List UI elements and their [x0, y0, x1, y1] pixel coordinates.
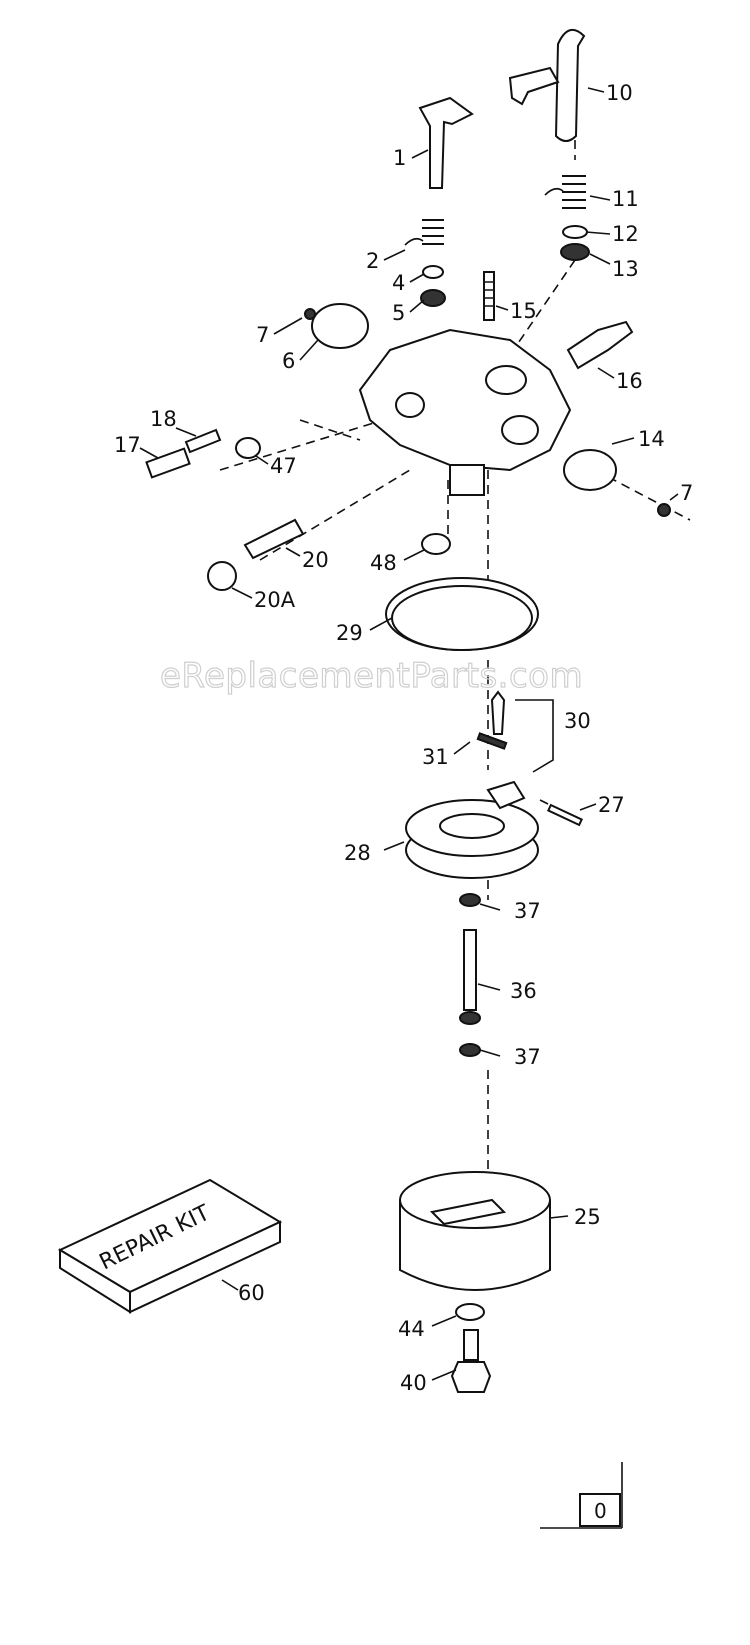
callout-14: 14 [638, 427, 665, 451]
callout-leaders [139, 87, 679, 1381]
part-throttle-plate-14 [563, 449, 617, 491]
part-cap-47 [235, 437, 261, 459]
callout-40: 40 [400, 1371, 427, 1395]
callout-2: 2 [366, 249, 379, 273]
page-index: 0 [540, 1462, 623, 1529]
part-gasket-29 [385, 577, 539, 651]
part-pin-27 [546, 803, 584, 827]
callout-36: 36 [510, 979, 537, 1003]
part-idle-screw-20 [243, 518, 305, 560]
part-screw-7b [657, 503, 671, 517]
part-throttle-shaft-10 [508, 29, 586, 142]
callout-10: 10 [606, 81, 633, 105]
callout-20: 20 [302, 548, 329, 572]
part-needle-17-18 [145, 428, 222, 479]
part-fitting-16 [566, 320, 634, 370]
part-screw-15 [483, 271, 495, 321]
watermark-text: eReplacementParts.com [160, 656, 583, 696]
part-spring-11 [544, 175, 586, 209]
part-seal-5 [420, 289, 446, 307]
callout-15: 15 [510, 299, 537, 323]
callout-44: 44 [398, 1317, 425, 1341]
callout-60: 60 [238, 1281, 265, 1305]
callout-7b: 7 [680, 481, 693, 505]
part-float-28 [405, 780, 539, 879]
part-repair-kit-60 [57, 1178, 283, 1314]
part-carburetor-body [358, 328, 572, 496]
callout-37a: 37 [514, 899, 541, 923]
part-plug-20A [207, 561, 237, 591]
callout-20A: 20A [254, 588, 296, 612]
part-washer-4 [422, 265, 444, 279]
callout-25: 25 [574, 1205, 601, 1229]
callout-11: 11 [612, 187, 639, 211]
part-needle-valve-30 [490, 690, 554, 773]
part-seal-13 [560, 243, 590, 261]
callout-16: 16 [616, 369, 643, 393]
part-float-bowl-25 [399, 1171, 551, 1291]
part-choke-shaft-1 [418, 96, 474, 189]
callout-29: 29 [336, 621, 363, 645]
callout-47: 47 [270, 454, 297, 478]
callout-6: 6 [282, 349, 295, 373]
callout-31: 31 [422, 745, 449, 769]
callout-7a: 7 [256, 323, 269, 347]
callout-17: 17 [114, 433, 141, 457]
callout-12: 12 [612, 222, 639, 246]
callout-labels: 10 1 11 12 13 2 4 5 15 7 6 16 18 17 47 1… [114, 81, 693, 1395]
callout-27: 27 [598, 793, 625, 817]
callout-37b: 37 [514, 1045, 541, 1069]
part-oring-37b [459, 1043, 481, 1057]
callout-30: 30 [564, 709, 591, 733]
callout-28: 28 [344, 841, 371, 865]
callout-18: 18 [150, 407, 177, 431]
callout-13: 13 [612, 257, 639, 281]
part-oring-37a [459, 893, 481, 907]
part-plug-48 [421, 533, 451, 555]
page-number: 0 [594, 1499, 607, 1523]
part-washer-12 [562, 225, 588, 239]
callout-1: 1 [393, 146, 406, 170]
part-spring-2 [404, 219, 444, 246]
part-choke-plate-6 [304, 303, 369, 349]
callout-4: 4 [392, 271, 405, 295]
part-clip-31 [476, 732, 508, 750]
part-main-jet-36 [459, 929, 481, 1025]
part-washer-44 [455, 1303, 485, 1321]
part-bowl-nut-40 [450, 1329, 492, 1393]
callout-48: 48 [370, 551, 397, 575]
callout-5: 5 [392, 301, 405, 325]
